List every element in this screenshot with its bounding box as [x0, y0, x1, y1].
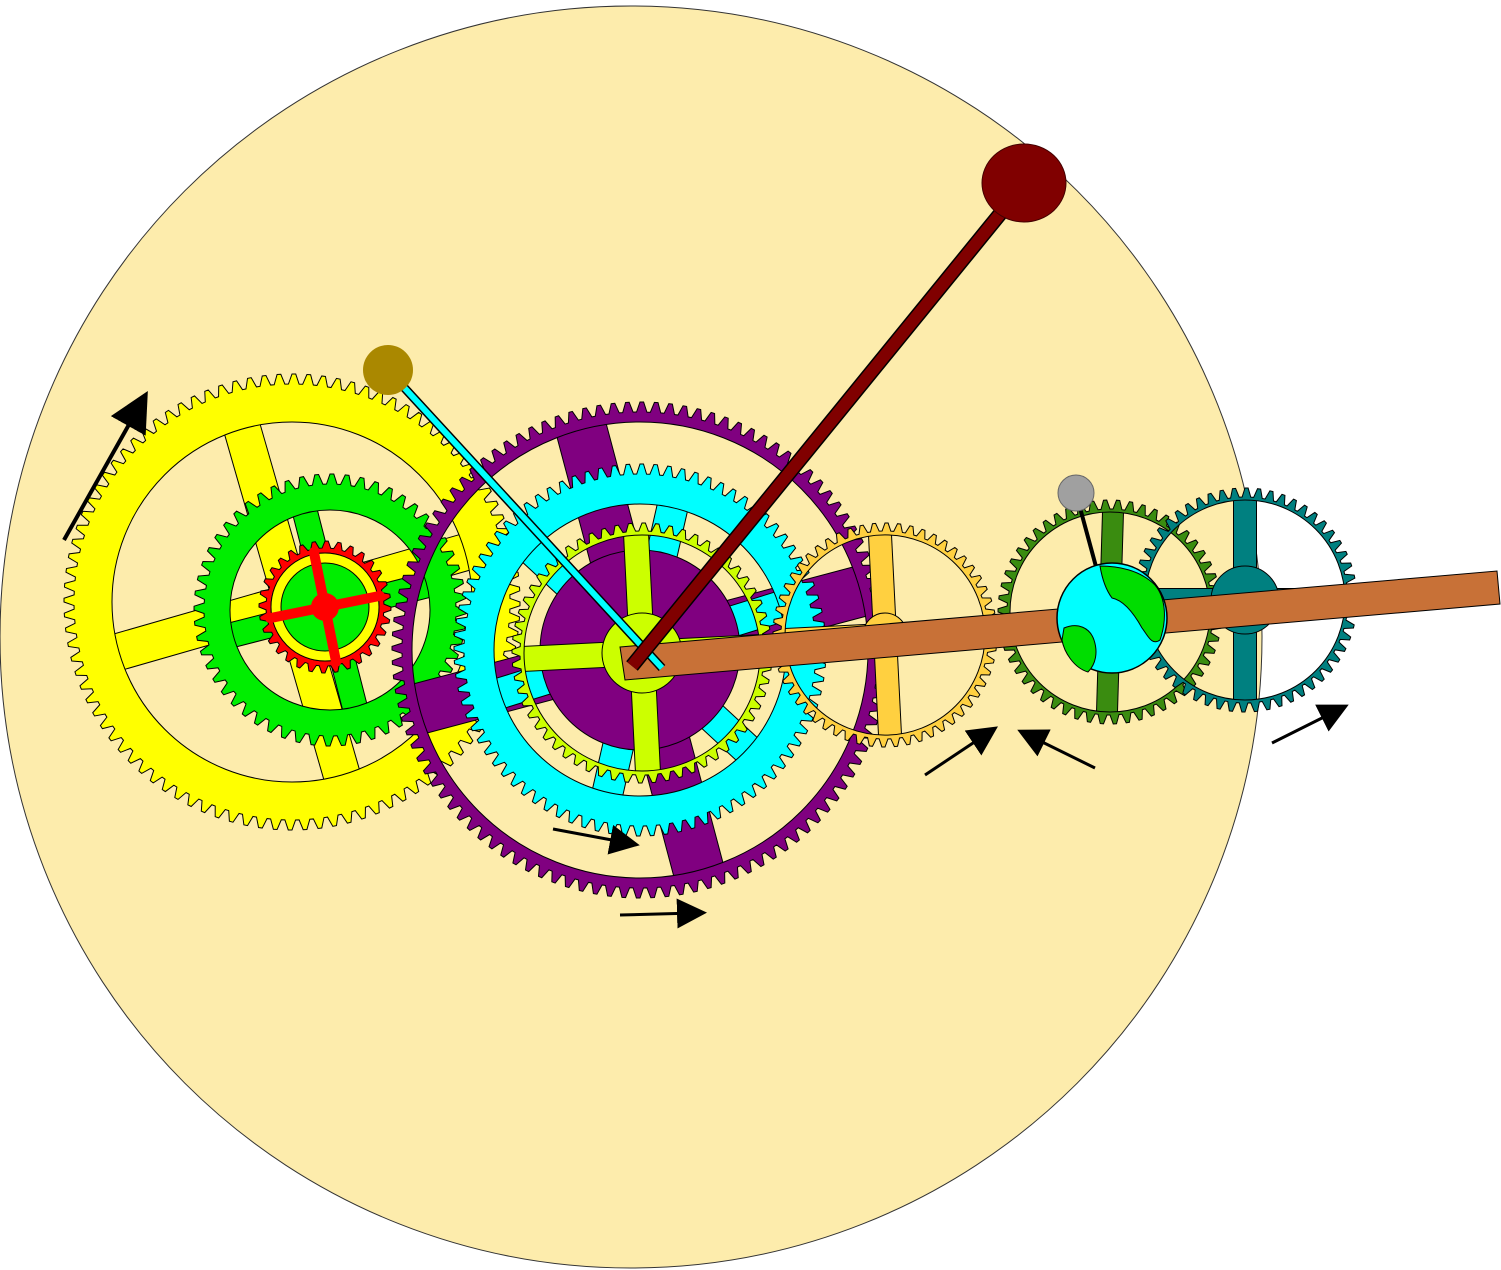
cyan-pointer	[385, 367, 665, 671]
arrow-left-up	[62, 391, 148, 541]
arrow-teal	[1271, 704, 1349, 745]
pointers-and-globe	[363, 143, 1501, 681]
gray-pointer-ball	[1057, 474, 1095, 512]
globe-land-south	[1061, 625, 1097, 673]
dark-red-pointer	[627, 183, 1027, 670]
dark-red-pointer-ball	[981, 143, 1067, 223]
red-inner-ring	[265, 547, 385, 667]
red-yellow-ring	[270, 552, 380, 662]
green-rim	[193, 473, 467, 747]
earth-globe	[1056, 562, 1168, 674]
arrow-gold	[924, 726, 998, 777]
rotation-arrows	[62, 391, 1349, 929]
yellow-large-rim	[63, 373, 521, 831]
cyan-rim	[453, 463, 827, 837]
cyan-pointer-ball	[363, 345, 413, 395]
purple-rim	[391, 401, 889, 899]
arrow-dark-green	[1017, 729, 1096, 770]
arrow-bottom-1	[552, 824, 640, 855]
lime-rim	[511, 522, 773, 784]
globe-land-north	[1099, 565, 1165, 643]
red-hub	[311, 593, 339, 621]
arrow-bottom-2	[619, 898, 707, 929]
dark-green-rim	[997, 499, 1223, 725]
